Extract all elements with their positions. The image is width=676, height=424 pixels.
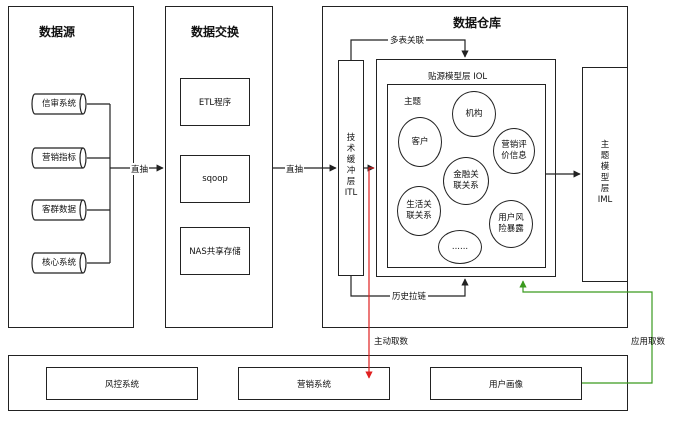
iol-layer-title: 贴源模型层 IOL (428, 72, 488, 82)
data-source-title: 数据源 (39, 25, 76, 39)
source-system-label: 营销指标 (41, 153, 76, 163)
subject-marketing-evaluation: 营销评 价信息 (493, 128, 535, 174)
itl-layer-label: 技 术 缓 冲 层 ITL (344, 133, 358, 198)
subject-user-risk-exposure: 用户风 险暴露 (489, 200, 533, 248)
subject-financial-relation: 金融关 联关系 (443, 157, 489, 205)
subject-institution: 机构 (452, 91, 496, 137)
source-system-credit: 信审系统 (31, 93, 87, 115)
app-marketing: 营销系统 (238, 367, 390, 400)
source-system-label: 核心系统 (41, 258, 76, 268)
app-user-portrait: 用户画像 (430, 367, 582, 400)
edge-label-history-chain: 历史拉链 (390, 290, 429, 302)
data-warehouse-title: 数据仓库 (453, 16, 502, 30)
exchange-item-nas: NAS共享存储 (180, 227, 250, 275)
subject-customer: 客户 (398, 117, 442, 167)
source-system-label: 信审系统 (41, 99, 76, 109)
edge-label-multi-table: 多表关联 (388, 34, 427, 46)
itl-layer: 技 术 缓 冲 层 ITL (338, 60, 364, 276)
source-system-core: 核心系统 (31, 252, 87, 274)
source-system-customer-group: 客群数据 (31, 199, 87, 221)
subject-area-label: 主题 (404, 97, 422, 107)
subject-more: ...... (438, 230, 482, 264)
cylinder-icon (31, 199, 87, 221)
exchange-item-sqoop: sqoop (180, 155, 250, 203)
edge-label-direct-1: 直抽 (130, 163, 150, 175)
cylinder-icon (31, 93, 87, 115)
exchange-item-etl: ETL程序 (180, 78, 250, 126)
iml-layer: 主 题 模 型 层 IML (582, 67, 628, 282)
iml-layer-label: 主 题 模 型 层 IML (597, 140, 613, 205)
subject-life-relation: 生活关 联关系 (397, 186, 441, 236)
data-exchange-title: 数据交换 (191, 25, 240, 39)
edge-label-app-fetch: 应用取数 (631, 337, 666, 347)
edge-label-active-fetch: 主动取数 (374, 337, 409, 347)
source-system-label: 客群数据 (41, 205, 76, 215)
cylinder-icon (31, 252, 87, 274)
source-system-marketing: 营销指标 (31, 147, 87, 169)
cylinder-icon (31, 147, 87, 169)
edge-label-direct-2: 直抽 (285, 163, 305, 175)
app-risk-control: 风控系统 (46, 367, 198, 400)
